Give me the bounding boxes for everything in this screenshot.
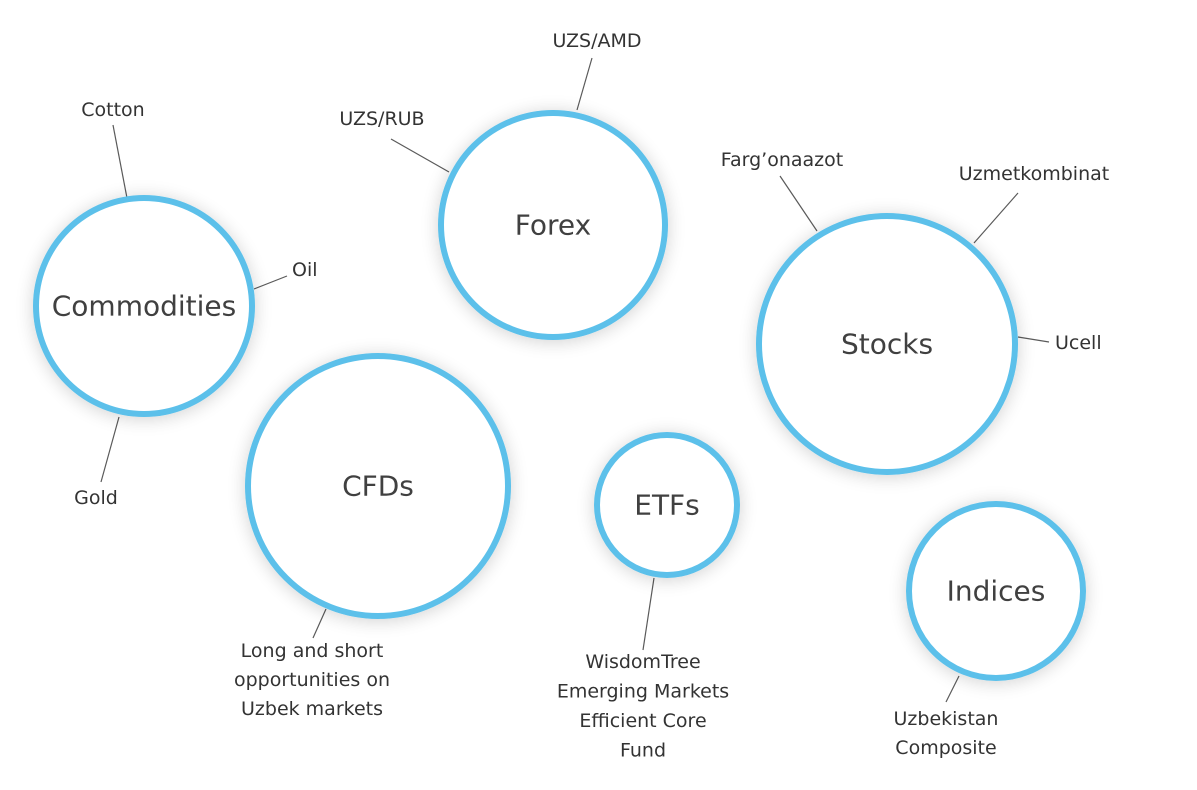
leaf-fargonaazot: Farg’onaazot (721, 149, 843, 171)
leaf-label-cotton-line-1: Cotton (81, 99, 144, 121)
leaf-uzs-amd: UZS/AMD (552, 30, 641, 52)
bubble-label-forex: Forex (515, 209, 591, 242)
leader-lines-layer (100, 57, 1050, 703)
leader-line-wisdomtree (642, 577, 655, 651)
leader-line-oil (253, 275, 288, 290)
bubble-label-cfds: CFDs (342, 470, 414, 503)
leader-line-cotton (112, 124, 128, 199)
leaf-gold: Gold (74, 487, 118, 509)
leader-line-uzmetkombinat (973, 192, 1019, 244)
bubble-circle-etfs (594, 432, 740, 578)
leaf-label-oil-line-1: Oil (292, 259, 318, 281)
bubble-circle-cfds (245, 353, 511, 619)
bubble-label-indices: Indices (947, 575, 1046, 608)
leaf-label-uzs-rub-line-1: UZS/RUB (339, 108, 424, 130)
leaf-uzmetkombinat: Uzmetkombinat (959, 163, 1109, 185)
leaf-label-wisdomtree-line-1: WisdomTree (585, 651, 700, 673)
leaf-ucell: Ucell (1055, 332, 1102, 354)
leaf-label-uzs-amd-line-1: UZS/AMD (552, 30, 641, 52)
bubble-cfds: CFDs (245, 353, 511, 619)
leaf-uzs-rub: UZS/RUB (339, 108, 424, 130)
bubble-forex: Forex (438, 110, 668, 340)
leaf-label-uzbekistan-composite-line-1: Uzbekistan (894, 708, 999, 730)
bubble-circle-stocks (756, 213, 1018, 475)
leaf-label-wisdomtree-line-4: Fund (620, 740, 666, 762)
leaf-cotton: Cotton (81, 99, 144, 121)
bubble-commodities: Commodities (33, 195, 255, 417)
leader-line-gold (100, 416, 120, 483)
leader-line-uzbekistan-composite (945, 675, 960, 703)
leaf-label-long-short-line-2: opportunities on (234, 669, 390, 691)
bubble-stocks: Stocks (756, 213, 1018, 475)
leaf-label-long-short-line-1: Long and short (241, 640, 384, 662)
leader-line-ucell (1017, 336, 1050, 343)
leader-line-long-short (312, 608, 327, 639)
leader-line-uzs-rub (390, 138, 450, 173)
bubble-indices: Indices (906, 501, 1086, 681)
bubble-circle-commodities (33, 195, 255, 417)
bubble-label-commodities: Commodities (52, 290, 237, 323)
leaf-long-short: Long and short opportunities on Uzbek mark… (234, 640, 390, 720)
leaf-label-wisdomtree-line-3: Efficient Core (579, 710, 706, 732)
leaf-label-gold-line-1: Gold (74, 487, 118, 509)
leaf-oil: Oil (292, 259, 318, 281)
leader-line-uzs-amd (576, 57, 593, 111)
leaf-label-fargonaazot-line-1: Farg’onaazot (721, 149, 843, 171)
leaf-label-long-short-line-3: Uzbek markets (241, 698, 383, 720)
leaf-label-uzbekistan-composite-line-2: Composite (895, 737, 996, 759)
bubble-etfs: ETFs (594, 432, 740, 578)
leader-line-fargonaazot (779, 175, 818, 232)
bubble-label-etfs: ETFs (634, 489, 700, 522)
bubble-circle-forex (438, 110, 668, 340)
leaf-label-ucell-line-1: Ucell (1055, 332, 1102, 354)
leaf-label-wisdomtree-line-2: Emerging Markets (557, 681, 729, 703)
leaf-label-uzmetkombinat-line-1: Uzmetkombinat (959, 163, 1109, 185)
bubble-circle-indices (906, 501, 1086, 681)
bubble-label-stocks: Stocks (841, 328, 933, 361)
